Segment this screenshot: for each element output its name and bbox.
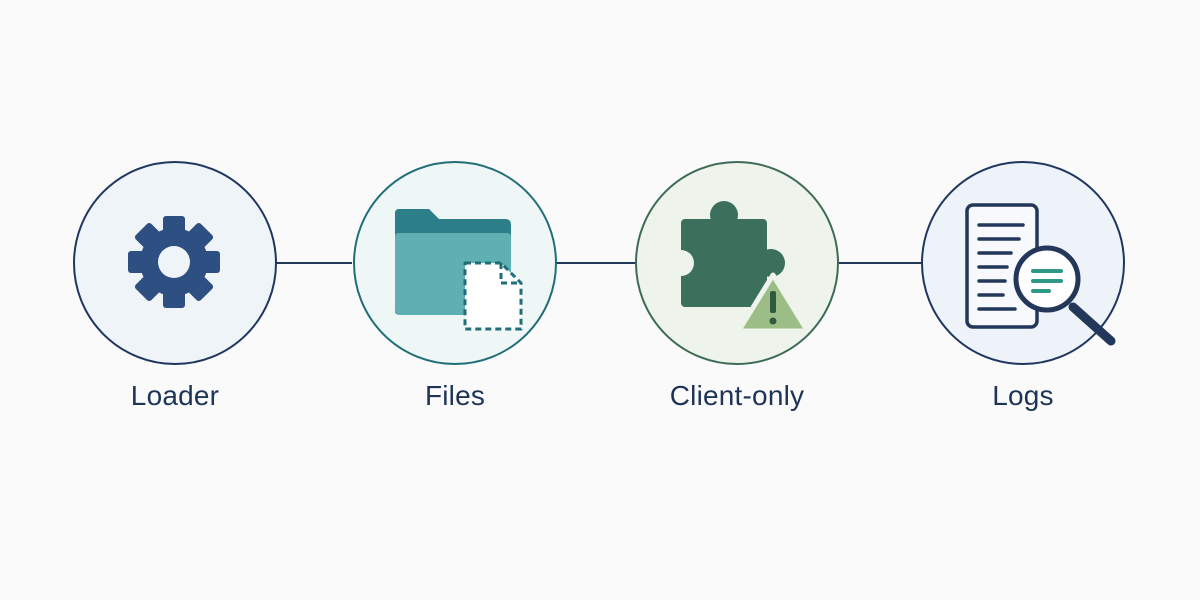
log-search-icon (965, 203, 1116, 346)
step-client-only-label: Client-only (669, 380, 805, 411)
step-loader-node (73, 161, 277, 365)
folder-file-icon (395, 209, 523, 331)
step-files-label: Files (424, 380, 486, 411)
step-client-only-node (635, 161, 839, 365)
connector-files-client (556, 262, 636, 264)
gear-icon (128, 216, 220, 308)
step-files-node (353, 161, 557, 365)
step-loader-label: Loader (130, 380, 220, 411)
step-logs-node (921, 161, 1125, 365)
step-logs-label: Logs (992, 380, 1054, 411)
connector-client-logs (839, 262, 922, 264)
connector-loader-files (276, 262, 352, 264)
puzzle-warning-icon (668, 201, 809, 334)
